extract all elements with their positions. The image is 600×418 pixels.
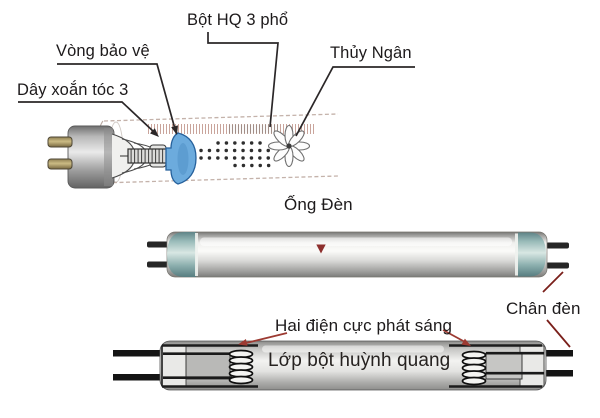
chan-den-line-upper	[542, 271, 564, 293]
label-vong-bao-ve: Vòng bảo vệ	[56, 42, 150, 60]
cutaway-left-end	[161, 344, 258, 388]
tube-cutaway-lamp	[113, 340, 573, 391]
tube-pin	[544, 370, 573, 377]
tube-pin	[147, 261, 170, 268]
cutaway-right-end	[449, 344, 545, 388]
electrode-coil-left	[228, 349, 254, 385]
cap-edge-shade	[104, 128, 113, 186]
tube-cap-left	[167, 232, 196, 277]
glass-cut-edges	[162, 344, 258, 388]
label-day-xoan-toc-3: Dây xoắn tóc 3	[17, 81, 129, 99]
tube-whole-lamp	[147, 231, 569, 278]
callout-line-thuy-ngan	[295, 66, 415, 137]
glass-cut-edges	[449, 344, 542, 388]
callout-line-vong-bao-ve	[57, 63, 176, 130]
arrowhead	[461, 338, 471, 346]
lead-wires	[486, 351, 544, 375]
arrowhead	[238, 339, 248, 346]
tube-highlight	[200, 237, 512, 246]
tube-pin	[113, 350, 163, 357]
cutaway-lamp-end	[47, 113, 339, 189]
label-hai-dien-cuc-phat-sang: Hai điện cực phát sáng	[275, 316, 453, 335]
phosphor-coating-hatch	[146, 124, 314, 134]
chan-den-line-lower	[546, 319, 571, 348]
mercury-vapor-dots	[199, 141, 271, 168]
lamp-pin	[47, 136, 73, 148]
tube-pin	[546, 242, 569, 249]
callout-arrowhead	[171, 125, 178, 135]
filament-coil	[127, 148, 171, 164]
callout-line-bot-hq	[207, 32, 279, 128]
tube-body	[159, 340, 547, 391]
label-lop-bot-huynh-quang: Lớp bột huỳnh quang	[268, 350, 451, 371]
label-ong-den: Ống Đèn	[284, 195, 353, 214]
tube-cap-right	[518, 232, 546, 277]
mercury-atom-star-icon	[267, 124, 311, 168]
lamp-pin	[47, 158, 73, 170]
cap-ring	[195, 233, 198, 276]
tube-pin	[546, 262, 569, 269]
label-thuy-ngan: Thủy Ngân	[330, 44, 412, 62]
lead-wires	[163, 352, 232, 379]
protective-ring	[165, 132, 197, 185]
electrode-coil-right	[461, 350, 487, 386]
hai-dien-cuc-arrow-right	[442, 329, 467, 344]
stem	[485, 352, 523, 380]
hai-dien-cuc-arrow-left	[245, 332, 288, 344]
callout-arrowhead	[150, 128, 159, 137]
tube-pin	[544, 350, 573, 357]
stem	[185, 352, 231, 380]
tube-pin	[147, 241, 170, 248]
label-chan-den: Chân đèn	[506, 299, 581, 318]
label-bot-hq-3-pho: Bột HQ 3 phổ	[187, 11, 289, 29]
cap-ring	[515, 233, 518, 276]
callout-line-day-xoan-toc	[18, 101, 155, 133]
ong-den-arrow	[316, 220, 326, 254]
tube-pin	[113, 374, 163, 381]
tube-highlight	[262, 345, 444, 353]
